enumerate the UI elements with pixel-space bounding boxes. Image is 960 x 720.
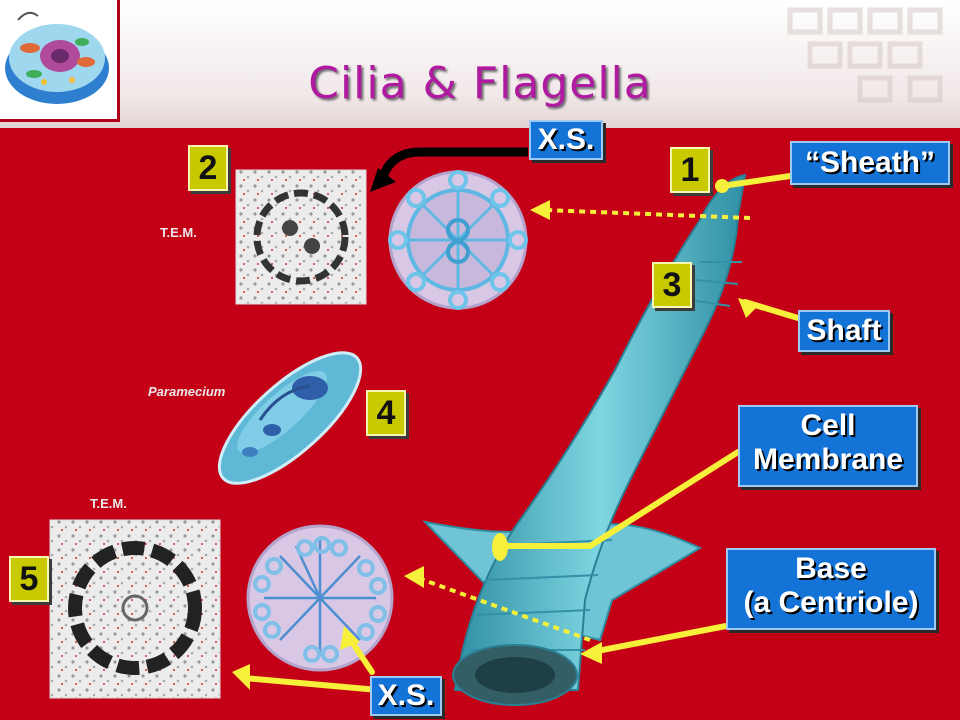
cell-thumbnail (0, 0, 120, 122)
cross-section-bottom (246, 524, 394, 672)
tem-top-label: T.E.M. (160, 225, 197, 240)
dotted-arrow-head-top (530, 200, 550, 220)
cell-membrane-label: Cell Membrane (738, 405, 918, 487)
paramecium-label: Paramecium (148, 384, 226, 399)
badge-1: 1 (670, 147, 710, 193)
sheath-label: “Sheath” (790, 141, 950, 185)
badge-4: 4 (366, 390, 406, 436)
shaft-label: Shaft (798, 310, 890, 352)
shaft-arrow-head (738, 298, 760, 318)
cross-section-top (388, 170, 528, 310)
xs-bottom-arrow-head (340, 626, 360, 650)
tem-micrograph-top (235, 169, 367, 305)
dotted-arrow-head-bottom (404, 566, 424, 588)
cell-membrane-line-1: Cell (800, 409, 856, 442)
tem-bottom-arrow-head (232, 664, 250, 690)
base-line-1: Base (795, 552, 867, 585)
base-arrow-head (580, 642, 602, 664)
slide-title: Cilia & Flagella (308, 58, 652, 109)
badge-5: 5 (9, 556, 49, 602)
black-arrow-head (370, 168, 396, 192)
badge-3: 3 (652, 262, 692, 308)
xs-top-label: X.S. (529, 120, 603, 160)
paramecium-illustration (217, 351, 363, 485)
base-line-2: (a Centriole) (743, 586, 919, 619)
cell-diagram-icon (5, 11, 109, 104)
header-watermark-icon (787, 7, 943, 103)
xs-bottom-label: X.S. (370, 676, 442, 716)
header-bar (0, 0, 960, 128)
cell-membrane-line-2: Membrane (752, 443, 904, 476)
base-label: Base (a Centriole) (726, 548, 936, 630)
dotted-pointers (417, 208, 751, 642)
tem-micrograph-bottom (49, 519, 221, 699)
tem-bottom-label: T.E.M. (90, 496, 127, 511)
badge-2: 2 (188, 145, 228, 191)
sheath-pointer-dot (715, 179, 729, 193)
